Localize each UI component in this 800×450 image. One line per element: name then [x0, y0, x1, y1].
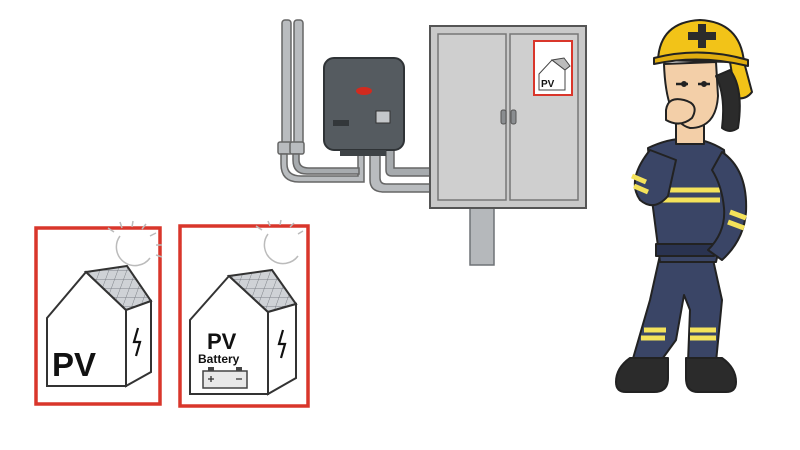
- sun-icon: [255, 219, 304, 265]
- pv-sign-label: PV: [52, 346, 96, 383]
- lightning-bolt-icon: [132, 327, 142, 357]
- pv-battery-sign-label: PV: [207, 329, 237, 354]
- house-icon: [46, 264, 153, 388]
- helmet-emblem-icon: [688, 24, 716, 48]
- cabinet-sticker-label: PV: [541, 79, 555, 90]
- battery-icon: [202, 367, 248, 389]
- house-icon: [189, 268, 298, 396]
- lightning-bolt-icon: [277, 329, 287, 359]
- sun-icon: [107, 220, 163, 267]
- pv-warning-sign: PV: [34, 220, 163, 406]
- pv-sticker: PV: [533, 40, 573, 96]
- pv-battery-sign-sublabel: Battery: [198, 352, 240, 366]
- cable-conduits: [277, 19, 431, 193]
- electrical-cabinet: PV: [429, 25, 587, 266]
- status-led: [356, 87, 372, 95]
- pv-battery-warning-sign: PV Battery: [178, 219, 310, 408]
- inverter: [323, 57, 405, 156]
- firefighter: [615, 19, 753, 393]
